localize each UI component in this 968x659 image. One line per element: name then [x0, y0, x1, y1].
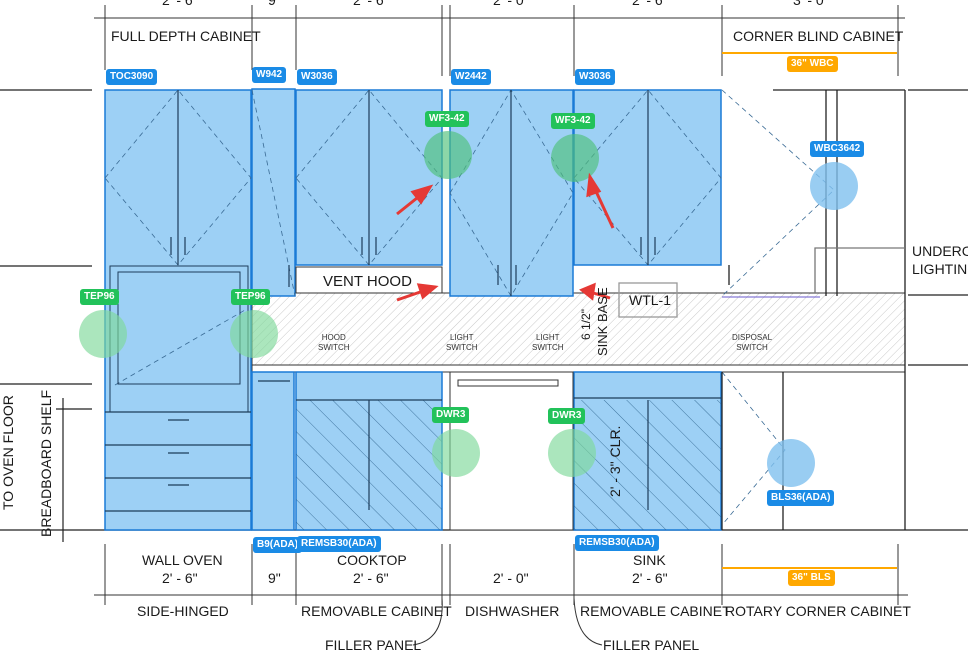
- badge-w3036-left[interactable]: W3036: [297, 69, 337, 85]
- full-depth-label: FULL DEPTH CABINET: [111, 28, 261, 44]
- badge-w3036-right[interactable]: W3036: [575, 69, 615, 85]
- oven-floor-label: TO OVEN FLOOR: [0, 395, 16, 510]
- dim-top-2: 9": [268, 0, 281, 8]
- badge-36-wbc[interactable]: 36" WBC: [787, 56, 838, 72]
- under-cabinet-label: UNDERCA: [912, 243, 968, 259]
- dim-top-5: 2' - 6": [632, 0, 668, 8]
- badge-b9-ada[interactable]: B9(ADA): [253, 537, 303, 553]
- rotary-corner-label: ROTARY CORNER CABINET: [725, 603, 911, 619]
- sink-dim: 2' - 6": [632, 570, 668, 586]
- badge-wbc3642[interactable]: WBC3642: [810, 141, 865, 157]
- breadboard-label: BREADBOARD SHELF: [38, 389, 54, 537]
- dim-top-3: 2' - 6": [353, 0, 389, 8]
- badge-wf3-42-left[interactable]: WF3-42: [425, 111, 469, 127]
- badge-toc3090[interactable]: TOC3090: [106, 69, 158, 85]
- red-arrows: [396, 172, 615, 302]
- badge-wf3-42-right[interactable]: WF3-42: [551, 113, 595, 129]
- badge-remsb30-sink[interactable]: REMSB30(ADA): [575, 535, 659, 551]
- top-dimension-line: [94, 5, 905, 76]
- sink-label: SINK: [633, 552, 666, 568]
- backsplash: [251, 292, 906, 366]
- clearance-label: 2' - 3" CLR.: [607, 425, 623, 497]
- badge-w2442[interactable]: W2442: [451, 69, 491, 85]
- side-hinged-label: SIDE-HINGED: [137, 603, 229, 619]
- filler-panel-label-1: FILLER PANEL: [325, 637, 422, 653]
- wbc3642-marker: [810, 162, 858, 210]
- sink-base-label: SINK BASE: [595, 287, 610, 356]
- dim-top-4: 2' - 0": [493, 0, 529, 8]
- dwr3-marker-left: [432, 429, 480, 477]
- badge-36-bls[interactable]: 36" BLS: [788, 570, 835, 586]
- vent-hood-label: VENT HOOD: [323, 273, 412, 290]
- removable-cabinet-label-2: REMOVABLE CABINET: [580, 603, 731, 619]
- marker-circles: [79, 131, 858, 487]
- tep96-marker-right: [230, 310, 278, 358]
- wf3-42-marker-left: [424, 131, 472, 179]
- badge-dwr3-left[interactable]: DWR3: [432, 407, 470, 423]
- vent-hood: [295, 266, 443, 294]
- sink-offset-label: 6 1/2": [579, 309, 593, 340]
- wf3-42-marker-right: [551, 134, 599, 182]
- wall-oven-label: WALL OVEN: [142, 552, 223, 568]
- base-b9: [251, 371, 295, 531]
- filler-panel-label-2: FILLER PANEL: [603, 637, 700, 653]
- wall-oven-dim: 2' - 6": [162, 570, 198, 586]
- corner-blind-label: CORNER BLIND CABINET: [733, 28, 904, 44]
- wtl-label: WTL-1: [629, 292, 671, 308]
- badge-tep96-right[interactable]: TEP96: [231, 289, 270, 305]
- cooktop-dim: 2' - 6": [353, 570, 389, 586]
- badge-remsb30-cooktop[interactable]: REMSB30(ADA): [297, 536, 381, 552]
- removable-cabinet-label-1: REMOVABLE CABINET: [301, 603, 452, 619]
- dishwasher-dim: 2' - 0": [493, 570, 529, 586]
- tep96-marker-left: [79, 310, 127, 358]
- bls36-marker: [767, 439, 815, 487]
- badge-bls36-ada[interactable]: BLS36(ADA): [767, 490, 835, 506]
- badge-tep96-left[interactable]: TEP96: [80, 289, 119, 305]
- filler-dim: 9": [268, 570, 281, 586]
- dim-top-1: 2' - 6": [162, 0, 198, 8]
- dishwasher-label: DISHWASHER: [465, 603, 560, 619]
- badge-w942[interactable]: W942: [252, 67, 287, 83]
- badge-dwr3-right[interactable]: DWR3: [548, 408, 586, 424]
- cooktop-label: COOKTOP: [337, 552, 407, 568]
- lighting-label: LIGHTING: [912, 261, 968, 277]
- dwr3-marker-right: [548, 429, 596, 477]
- dim-top-6: 3' - 0": [793, 0, 829, 8]
